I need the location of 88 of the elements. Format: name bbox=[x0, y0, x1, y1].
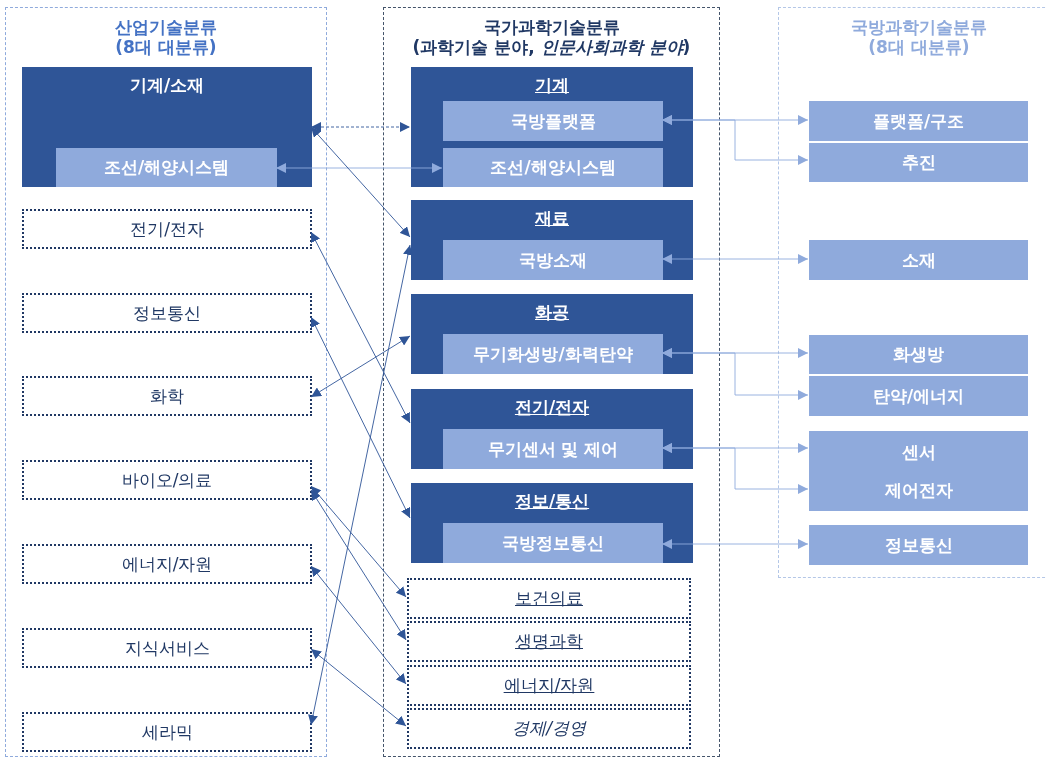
category-label: 생명과학 bbox=[515, 630, 583, 653]
category-box bbox=[411, 200, 693, 280]
subcategory-box bbox=[443, 429, 663, 469]
panel-title: 산업기술분류 bbox=[115, 17, 217, 37]
arrow bbox=[661, 539, 809, 549]
category-box bbox=[407, 578, 691, 619]
category-title: 기계 bbox=[535, 75, 569, 95]
classification-panel bbox=[778, 7, 1047, 578]
arrow bbox=[310, 485, 407, 598]
category-box bbox=[809, 240, 1028, 280]
category-box bbox=[22, 628, 312, 668]
category-label: 정보통신 bbox=[133, 302, 201, 325]
category-box bbox=[22, 209, 312, 249]
category-label: 소재 bbox=[901, 249, 936, 272]
category-label: 국방소재 bbox=[519, 249, 587, 272]
category-label: 추진 bbox=[901, 151, 936, 174]
subcategory-box bbox=[443, 101, 663, 141]
arrow bbox=[310, 565, 407, 685]
subcategory-box bbox=[56, 148, 277, 187]
arrow bbox=[661, 254, 809, 264]
panel-title: (8대 대분류) bbox=[868, 37, 970, 57]
arrow bbox=[308, 244, 413, 726]
arrow bbox=[310, 489, 407, 641]
arrow bbox=[310, 122, 411, 132]
category-label: 센서 bbox=[901, 441, 936, 464]
category-box bbox=[22, 376, 312, 416]
arrow bbox=[310, 231, 411, 424]
category-box bbox=[809, 101, 1028, 141]
category-box bbox=[407, 621, 691, 662]
category-label: 무기센서 및 제어 bbox=[487, 438, 619, 461]
panel-title: 국방과학기술분류 bbox=[851, 17, 987, 37]
category-title: 정보/통신 bbox=[514, 491, 590, 511]
category-box bbox=[411, 483, 693, 563]
category-box bbox=[411, 389, 693, 469]
category-box bbox=[809, 376, 1028, 416]
classification-panel bbox=[5, 7, 327, 757]
panel-title: (과학기술 분야, 인문사회과학 분야) bbox=[412, 37, 691, 57]
subcategory-box bbox=[443, 334, 663, 374]
category-box bbox=[22, 293, 312, 333]
subcategory-box bbox=[443, 240, 663, 280]
category-label: 정보통신 bbox=[884, 534, 953, 557]
category-box bbox=[22, 67, 312, 187]
arrow bbox=[661, 115, 809, 165]
category-label: 조선/해양시스템 bbox=[490, 156, 616, 179]
category-title: 재료 bbox=[535, 208, 569, 228]
category-label: 제어전자 bbox=[884, 479, 953, 502]
category-box bbox=[809, 335, 1028, 374]
subcategory-box bbox=[443, 523, 663, 563]
category-label: 전기/전자 bbox=[130, 218, 204, 241]
category-box bbox=[411, 67, 693, 187]
category-label: 국방정보통신 bbox=[502, 532, 604, 555]
category-label: 플랫폼/구조 bbox=[872, 110, 965, 133]
arrow bbox=[275, 163, 443, 173]
category-box bbox=[809, 431, 1028, 511]
category-box bbox=[407, 665, 691, 706]
arrow bbox=[310, 335, 411, 398]
category-label: 바이오/의료 bbox=[121, 469, 213, 492]
category-title: 전기/전자 bbox=[514, 397, 590, 417]
category-box bbox=[809, 525, 1028, 565]
category-label: 국방플랫폼 bbox=[510, 110, 596, 133]
category-box bbox=[22, 460, 312, 500]
category-label: 조선/해양시스템 bbox=[103, 156, 230, 179]
category-label: 세라믹 bbox=[141, 721, 193, 744]
subcategory-box bbox=[443, 148, 663, 187]
category-label: 화학 bbox=[150, 385, 184, 408]
classification-panel bbox=[383, 7, 720, 757]
arrow bbox=[310, 126, 411, 238]
category-box bbox=[22, 544, 312, 584]
category-label: 에너지/자원 bbox=[503, 674, 595, 697]
category-label: 탄약/에너지 bbox=[872, 385, 965, 408]
category-box bbox=[809, 143, 1028, 182]
category-title: 기계/소재 bbox=[129, 75, 205, 95]
category-title: 화공 bbox=[535, 302, 569, 322]
arrow bbox=[310, 648, 407, 727]
category-label: 화생방 bbox=[893, 343, 944, 366]
category-label: 에너지/자원 bbox=[121, 553, 213, 576]
category-label: 무기화생방/화력탄약 bbox=[473, 343, 633, 366]
arrow bbox=[661, 348, 809, 400]
category-label: 보건의료 bbox=[515, 587, 583, 610]
category-box bbox=[411, 294, 693, 374]
category-box bbox=[22, 712, 312, 752]
panel-title: 국가과학기술분류 bbox=[483, 17, 620, 37]
arrow bbox=[661, 443, 809, 494]
category-box bbox=[407, 708, 691, 749]
category-label: 경제/경영 bbox=[512, 717, 586, 740]
category-label: 지식서비스 bbox=[124, 637, 210, 660]
panel-title: (8대 대분류) bbox=[115, 37, 217, 57]
arrow bbox=[310, 316, 411, 519]
